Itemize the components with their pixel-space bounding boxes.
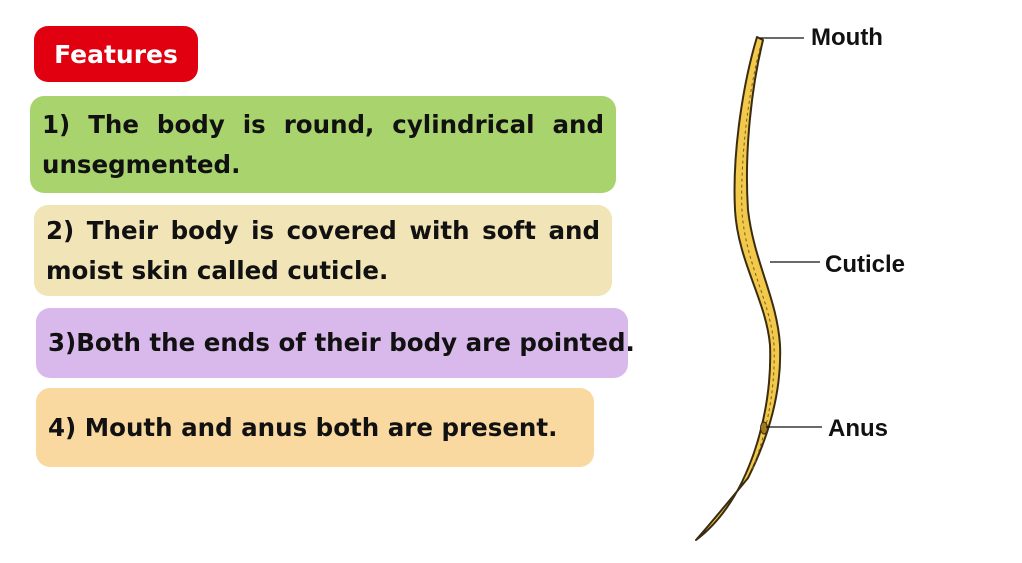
feature-text-3: 3)Both the ends of their body are pointe… (48, 328, 635, 357)
feature-text-1: 1) The body is round, cylindrical and un… (42, 109, 604, 179)
feature-text-4: 4) Mouth and anus both are present. (48, 412, 558, 442)
features-badge: Features (34, 26, 198, 82)
anus-label: Anus (828, 415, 888, 442)
mouth-label: Mouth (811, 24, 883, 51)
worm-body (695, 36, 782, 541)
cuticle-label: Cuticle (825, 251, 905, 278)
features-badge-label: Features (54, 39, 178, 69)
feature-card-3: 3)Both the ends of their body are pointe… (36, 308, 635, 378)
feature-text-2: 2) Their body is covered with soft and m… (46, 215, 600, 285)
roundworm-diagram: Mouth Cuticle Anus (695, 24, 905, 541)
feature-card-2: 2) Their body is covered with soft and m… (34, 205, 612, 296)
feature-card-1: 1) The body is round, cylindrical and un… (30, 96, 616, 193)
feature-card-4: 4) Mouth and anus both are present. (36, 388, 594, 467)
anus-opening (760, 421, 768, 435)
